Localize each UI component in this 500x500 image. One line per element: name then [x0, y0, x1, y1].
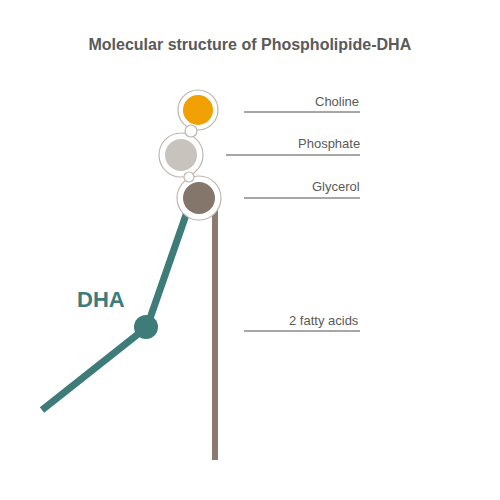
chain-label: DHA [77, 289, 125, 311]
leader-line [244, 197, 360, 199]
glycerol-ring [177, 176, 221, 220]
bond-link [184, 172, 194, 182]
leader-line [244, 111, 360, 113]
leader-line [226, 154, 360, 156]
leader-line [244, 330, 360, 332]
part-label: Phosphate [298, 137, 360, 150]
part-label: Glycerol [312, 180, 360, 193]
diagram-title: Molecular structure of Phospholipide-DHA [89, 37, 412, 53]
part-label: 2 fatty acids [289, 314, 358, 327]
choline-circle [183, 95, 213, 125]
bond-link [185, 125, 197, 137]
fatty-acid-chain [212, 200, 218, 460]
phosphate-circle [165, 139, 197, 171]
dha-chain [42, 212, 187, 410]
dha-joint [134, 315, 158, 339]
part-label: Choline [315, 95, 359, 108]
phosphate-ring [159, 133, 203, 177]
glycerol-circle [183, 182, 215, 214]
choline-ring [178, 90, 218, 130]
